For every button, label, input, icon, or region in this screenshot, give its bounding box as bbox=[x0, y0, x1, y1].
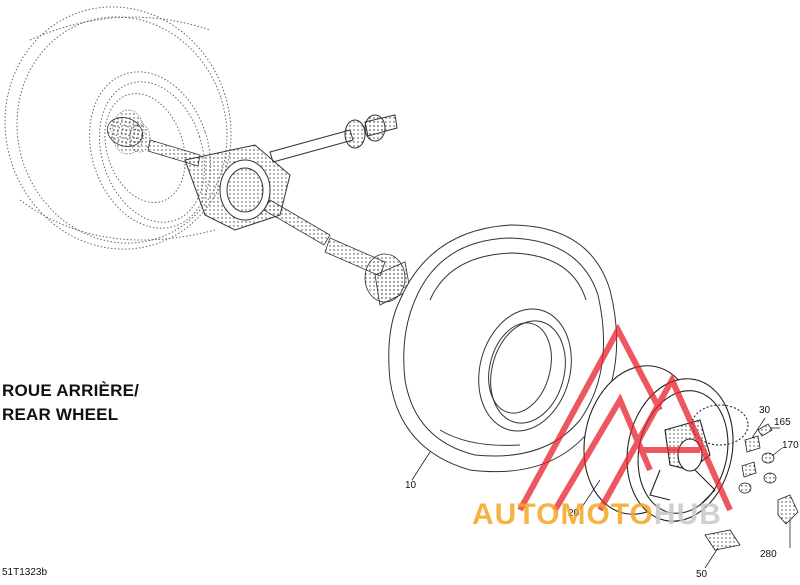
watermark-text-a: AUTOMOTO bbox=[472, 498, 654, 531]
callout-165: 165 bbox=[774, 417, 791, 428]
callout-170: 170 bbox=[782, 440, 799, 451]
lug-nut-170 bbox=[738, 452, 777, 494]
tool-50 bbox=[704, 529, 741, 551]
callout-50: 50 bbox=[696, 569, 708, 580]
wheel-nut-30 bbox=[741, 435, 761, 478]
watermark-text: AUTOMOTOHUB bbox=[472, 498, 722, 532]
callout-280: 280 bbox=[760, 549, 777, 560]
watermark-text-b: HUB bbox=[653, 498, 722, 531]
cap-280 bbox=[777, 494, 799, 525]
valve-stem-165 bbox=[757, 423, 773, 437]
leader-lines bbox=[411, 417, 791, 569]
watermark-logo bbox=[517, 323, 733, 512]
callout-20: 20 bbox=[568, 508, 580, 519]
far-rear-tire-hidden bbox=[4, 6, 232, 250]
diagram-title-english: REAR WHEEL bbox=[2, 405, 119, 424]
diagram-title-french: ROUE ARRIÈRE/ bbox=[2, 381, 140, 400]
document-number: 51T1323b bbox=[2, 567, 48, 578]
prop-shaft bbox=[269, 114, 398, 163]
callout-10: 10 bbox=[405, 480, 417, 491]
rear-differential bbox=[184, 144, 291, 231]
right-half-shaft bbox=[263, 199, 411, 306]
rear-tire bbox=[388, 224, 618, 473]
left-half-shaft bbox=[107, 117, 201, 167]
callout-30: 30 bbox=[759, 405, 771, 416]
